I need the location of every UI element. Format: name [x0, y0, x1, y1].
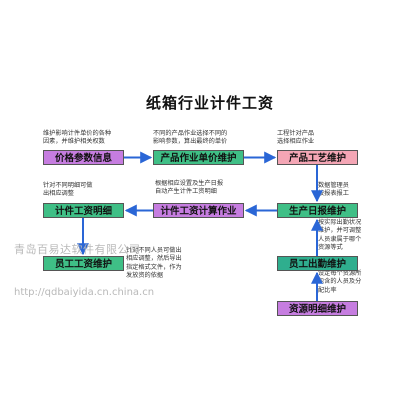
- note-employee-attendance: 按实际出勤状况 维护，并可调整 人员隶属于哪个 资源等式: [318, 219, 362, 252]
- box-production-daily: 生产日报维护: [277, 203, 358, 218]
- box-product-op-price: 产品作业单价维护: [153, 150, 244, 165]
- note-product-op-price: 不同的产品作业选择不同的 影响参数，算出最终的单价: [153, 130, 228, 146]
- note-price-params: 维护影响计件单价的各种 因素，并维护相关权数: [43, 130, 112, 146]
- note-production-daily: 数据管理员 按报表报工: [318, 182, 349, 198]
- note-piece-wage-detail: 针对不同明细可做 出相应调整: [43, 182, 93, 198]
- watermark-company: 青岛百易达软件有限公司: [14, 243, 141, 256]
- box-price-params: 价格参数信息: [43, 150, 124, 165]
- box-product-process: 产品工艺维护: [277, 150, 358, 165]
- box-piece-wage-calc: 计件工资计算作业: [153, 203, 244, 218]
- note-product-process: 工程针对产品 选择相应作业: [277, 130, 315, 146]
- box-employee-wage: 员工工资维护: [43, 256, 124, 271]
- box-employee-attendance: 员工出勤维护: [277, 256, 358, 271]
- note-employee-wage: 针对不同人员可做出 相应调整，然后导出 指定格式文件，作为 发放资的依据: [126, 247, 182, 280]
- box-resource-detail: 资源明细维护: [277, 301, 358, 316]
- diagram-title: 纸箱行业计件工资: [145, 94, 274, 112]
- note-piece-wage-calc: 根据相应设置及生产日报 自动产生计件工资明细: [155, 180, 224, 196]
- watermark-url: http://qdbaiyida.cn.china.cn: [14, 287, 155, 298]
- box-piece-wage-detail: 计件工资明细: [43, 203, 124, 218]
- note-resource-detail: 设定每个资源所 包含的人员及分 配比率: [318, 270, 362, 294]
